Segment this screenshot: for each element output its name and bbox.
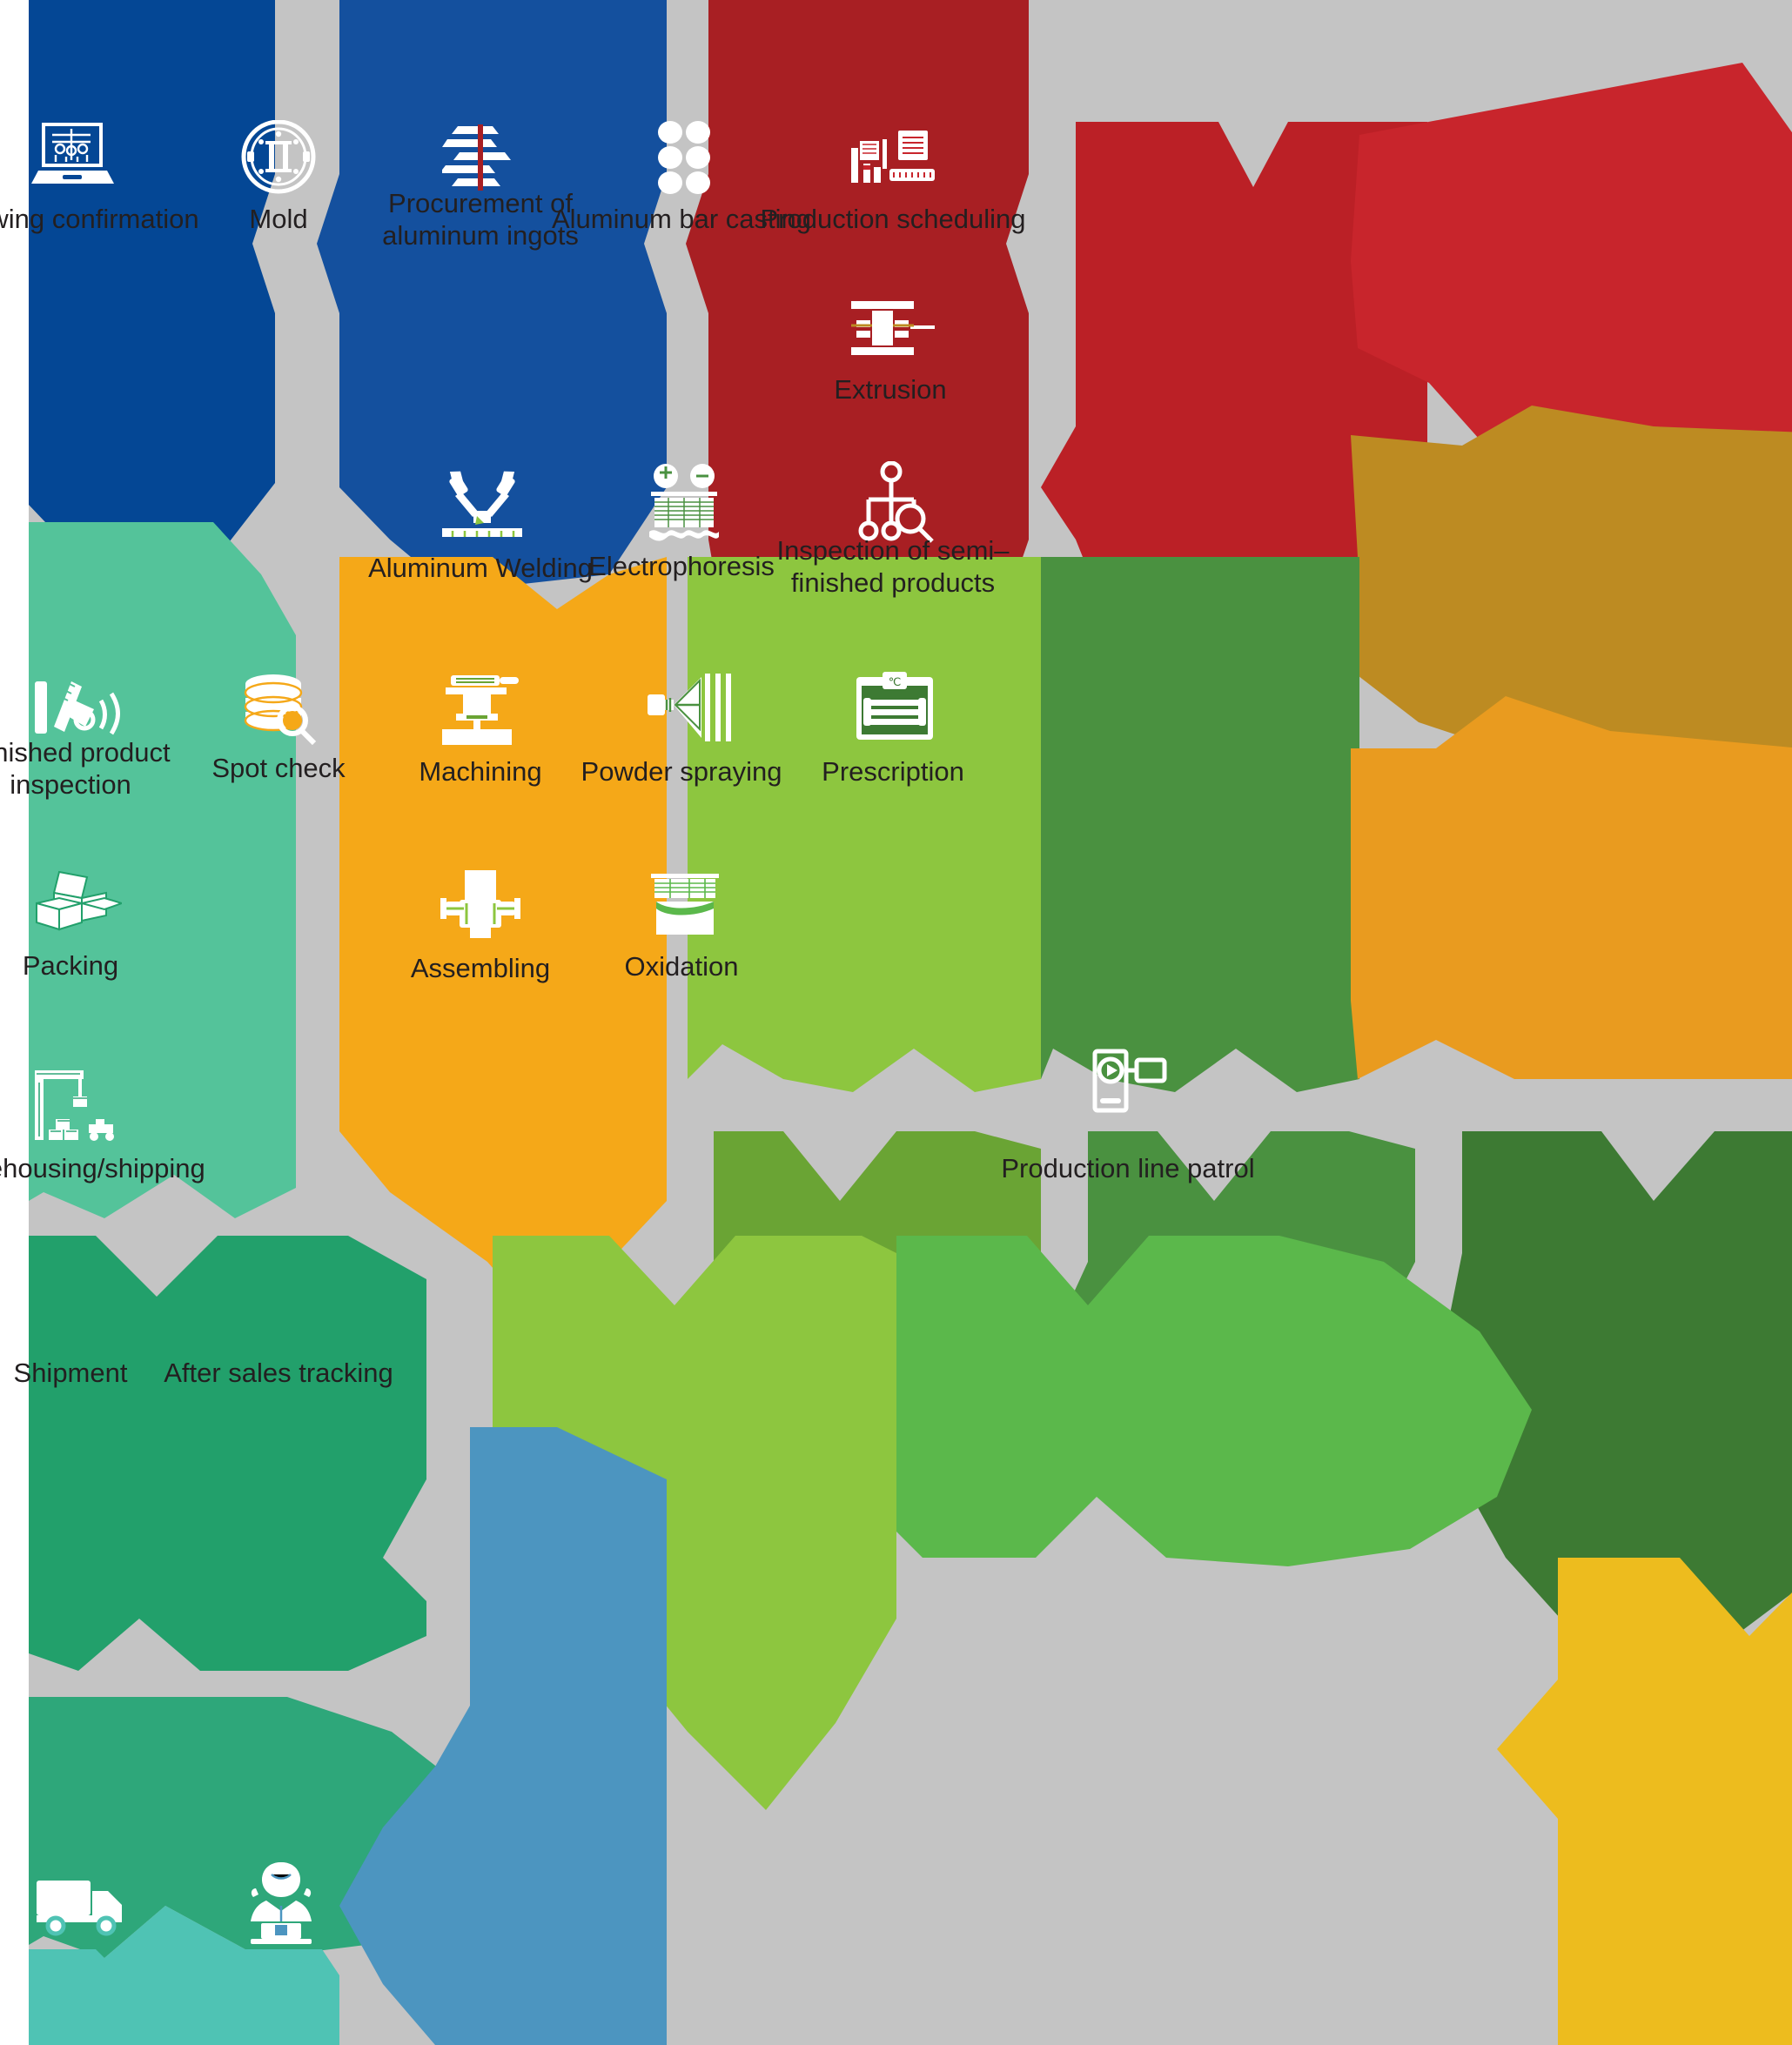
shape-production-scheduling-body[interactable]	[1351, 63, 1792, 463]
shape-inspection-semi[interactable]	[1351, 696, 1792, 1079]
shape-finished-product-inspection[interactable]	[29, 522, 296, 1218]
shape-aluminum-welding[interactable]	[688, 557, 1041, 1092]
step-label-inspection-of-semi-finished: Inspection of semi– finished products	[776, 535, 1010, 598]
truck-icon	[37, 1881, 122, 1936]
spray-gun-icon	[648, 674, 731, 741]
warehouse-crane-icon	[35, 1070, 114, 1141]
shape-aluminum-bar-casting[interactable]	[1041, 122, 1427, 570]
oven-temperature-icon: ℃	[856, 672, 933, 740]
step-label-prescription: Prescription	[822, 756, 964, 787]
shape-spot-check[interactable]	[339, 557, 667, 1331]
inspection-tree-magnifier-icon	[858, 461, 934, 543]
step-label-machining: Machining	[419, 756, 542, 787]
step-label-drawing-confirmation: Drawing confirmation	[0, 204, 199, 234]
shape-prescription[interactable]	[1401, 1131, 1792, 1671]
ingot-stack-icon	[442, 124, 511, 191]
mold-flange-icon	[241, 120, 316, 194]
step-label-spot-check: Spot check	[211, 753, 346, 783]
step-label-oxidation: Oxidation	[624, 951, 739, 982]
step-label-production-line-patrol: Production line patrol	[1001, 1153, 1255, 1183]
step-label-aluminum-welding: Aluminum Welding	[368, 553, 593, 583]
camera-monitor-icon	[1092, 1049, 1167, 1113]
extrusion-press-icon	[851, 301, 935, 355]
step-label-procurement-of-aluminum-ingots: Procurement of aluminum ingots	[382, 188, 579, 251]
step-label-mold: Mold	[249, 204, 308, 234]
step-label-production-scheduling: Production scheduling	[760, 204, 1026, 234]
step-label-packing: Packing	[22, 950, 119, 981]
measure-scan-icon	[35, 681, 120, 735]
svg-text:℃: ℃	[889, 675, 902, 688]
step-label-shipment: Shipment	[13, 1358, 128, 1388]
database-magnifier-icon	[244, 674, 317, 746]
anodizing-tank-icon	[651, 874, 719, 935]
shape-extrusion[interactable]	[1351, 406, 1792, 748]
step-label-powder-spraying: Powder spraying	[581, 756, 782, 787]
support-agent-icon	[251, 1862, 312, 1944]
shape-assembling[interactable]	[493, 1236, 896, 1810]
shape-after-sales-tracking[interactable]	[339, 1427, 667, 2045]
billet-dots-icon	[658, 121, 710, 194]
step-label-finished-product-inspection: Finished product inspection	[0, 737, 171, 800]
step-label-after-sales-tracking: After sales tracking	[164, 1358, 393, 1388]
step-label-electrophoresis: Electrophoresis	[588, 551, 775, 581]
welding-torch-icon	[442, 471, 522, 537]
shape-shipment-body[interactable]	[29, 1906, 331, 2045]
shape-production-line-patrol[interactable]	[1497, 1558, 1792, 2045]
boxes-icon	[36, 870, 122, 931]
shape-procurement[interactable]	[686, 0, 1029, 570]
assembly-clamp-icon	[440, 870, 520, 938]
shape-packing[interactable]	[29, 1236, 426, 1671]
step-label-aluminum-bar-casting: Aluminum bar casting	[551, 204, 812, 234]
laptop-cad-icon	[31, 123, 114, 184]
step-label-warehousing-shipping: Warehousing/shipping	[0, 1153, 205, 1183]
shape-mold[interactable]	[317, 0, 667, 592]
electrophoresis-bath-icon	[649, 464, 719, 541]
step-label-assembling: Assembling	[410, 953, 551, 983]
step-label-extrusion: Extrusion	[834, 374, 947, 405]
shape-oxidation[interactable]	[896, 1236, 1532, 1566]
drill-press-icon	[442, 675, 519, 745]
factory-schedule-icon	[851, 131, 935, 183]
shape-drawing-confirmation[interactable]	[29, 0, 275, 557]
shape-electrophoresis[interactable]	[1041, 557, 1359, 1092]
